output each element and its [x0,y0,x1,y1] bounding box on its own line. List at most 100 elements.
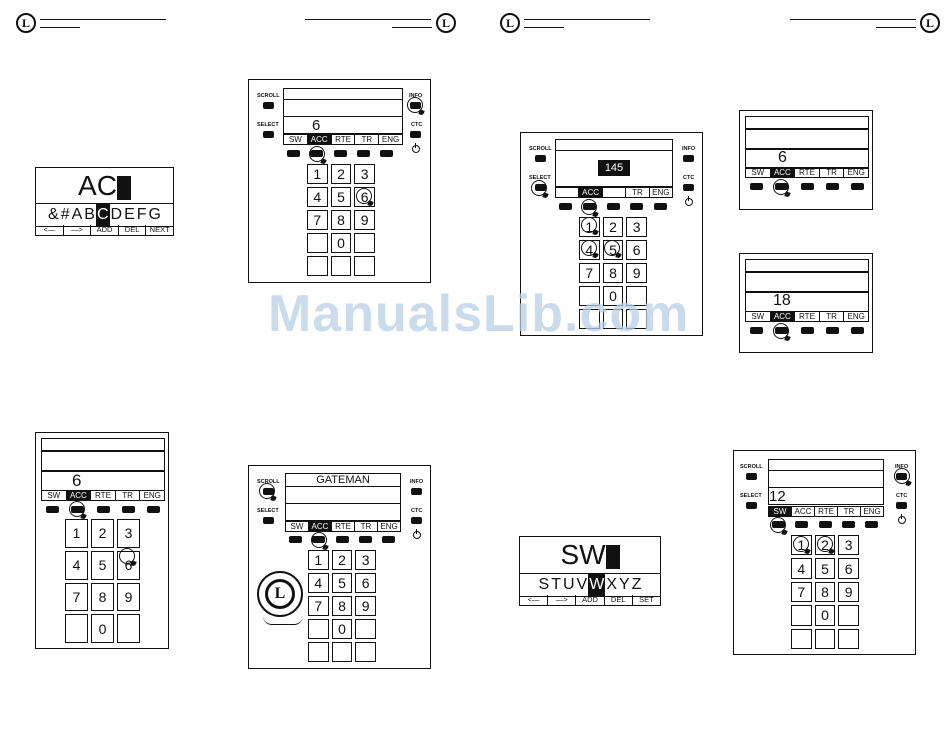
mode-button[interactable] [382,536,395,543]
scroll-button[interactable] [263,102,274,109]
key-blank[interactable] [791,605,812,626]
scroll-button[interactable] [535,155,546,162]
key-5[interactable]: 5 [331,573,353,593]
key-blank[interactable] [579,309,600,329]
key-8[interactable]: 8 [602,263,624,283]
mode-button[interactable] [825,327,839,334]
mode-button[interactable] [654,203,667,210]
key-blank[interactable] [355,642,376,662]
mode-button[interactable] [289,536,302,543]
mode-button[interactable] [630,203,644,210]
power-icon[interactable] [413,529,421,539]
power-icon[interactable] [685,196,693,206]
key-6[interactable]: 6 [626,240,647,260]
mode-button[interactable] [841,521,855,528]
key-2[interactable]: 2 [91,519,114,548]
mode-button[interactable] [121,506,135,513]
key-3[interactable]: 3 [117,519,140,548]
mode-button[interactable] [800,183,814,190]
mode-button[interactable] [851,327,864,334]
scroll-button[interactable] [746,473,757,480]
key-1[interactable]: 1 [307,164,328,184]
mode-button[interactable] [559,203,572,210]
mode-button[interactable] [380,150,393,157]
mode-button[interactable] [865,521,878,528]
mode-button[interactable] [818,521,832,528]
key-blank[interactable] [626,286,647,306]
key-3[interactable]: 3 [354,164,375,184]
key-blank[interactable] [354,233,375,253]
key-4[interactable]: 4 [65,550,88,580]
key-3[interactable]: 3 [626,217,647,237]
ctc-button[interactable] [683,184,694,191]
mode-button[interactable] [335,536,349,543]
key-blank[interactable] [308,619,329,639]
key-5[interactable]: 5 [330,187,352,207]
key-1[interactable]: 1 [65,519,88,548]
key-blank[interactable] [308,642,329,662]
info-button[interactable] [411,488,422,495]
key-blank[interactable] [838,605,859,626]
key-8[interactable]: 8 [330,210,352,230]
key-0[interactable]: 0 [330,233,352,253]
mode-button[interactable] [851,183,864,190]
key-blank[interactable] [331,642,353,662]
key-blank[interactable] [307,233,328,253]
key-blank[interactable] [791,628,812,649]
ctc-button[interactable] [896,502,907,509]
key-8[interactable]: 8 [91,582,114,612]
key-4[interactable]: 4 [791,558,812,579]
key-blank[interactable] [65,614,88,643]
key-7[interactable]: 7 [791,581,812,603]
key-3[interactable]: 3 [838,535,859,556]
select-button[interactable] [263,131,274,138]
key-6[interactable]: 6 [355,573,376,593]
key-8[interactable]: 8 [331,596,353,616]
key-9[interactable]: 9 [626,263,647,283]
mode-button[interactable] [750,327,763,334]
key-4[interactable]: 4 [308,573,329,593]
key-7[interactable]: 7 [65,582,88,612]
lionel-dial-icon[interactable]: L [257,571,303,617]
key-9[interactable]: 9 [354,210,375,230]
mode-button[interactable] [358,536,372,543]
key-2[interactable]: 2 [602,217,624,237]
mode-button[interactable] [825,183,839,190]
key-blank[interactable] [307,256,328,276]
select-button[interactable] [746,502,757,509]
info-button[interactable] [683,155,694,162]
key-5[interactable]: 5 [814,558,836,579]
key-2[interactable]: 2 [330,164,352,184]
mode-button[interactable] [606,203,620,210]
mode-button[interactable] [333,150,347,157]
key-3[interactable]: 3 [355,550,376,570]
mode-button[interactable] [287,150,300,157]
key-blank[interactable] [579,286,600,306]
key-0[interactable]: 0 [331,619,353,639]
key-7[interactable]: 7 [579,263,600,283]
key-blank[interactable] [354,256,375,276]
key-6[interactable]: 6 [838,558,859,579]
key-4[interactable]: 4 [307,187,328,207]
mode-button[interactable] [147,506,160,513]
key-1[interactable]: 1 [308,550,329,570]
key-blank[interactable] [117,614,140,643]
key-9[interactable]: 9 [355,596,376,616]
key-2[interactable]: 2 [331,550,353,570]
key-0[interactable]: 0 [602,286,624,306]
key-blank[interactable] [602,309,624,329]
ctc-button[interactable] [411,517,422,524]
key-9[interactable]: 9 [117,582,140,612]
key-9[interactable]: 9 [838,581,859,603]
mode-button[interactable] [795,521,809,528]
mode-button[interactable] [800,327,814,334]
key-0[interactable]: 0 [814,605,836,626]
key-blank[interactable] [838,628,859,649]
power-icon[interactable] [898,514,906,524]
key-7[interactable]: 7 [308,596,329,616]
key-8[interactable]: 8 [814,581,836,603]
mode-button[interactable] [356,150,370,157]
mode-button[interactable] [96,506,110,513]
key-7[interactable]: 7 [307,210,328,230]
mode-button[interactable] [46,506,59,513]
